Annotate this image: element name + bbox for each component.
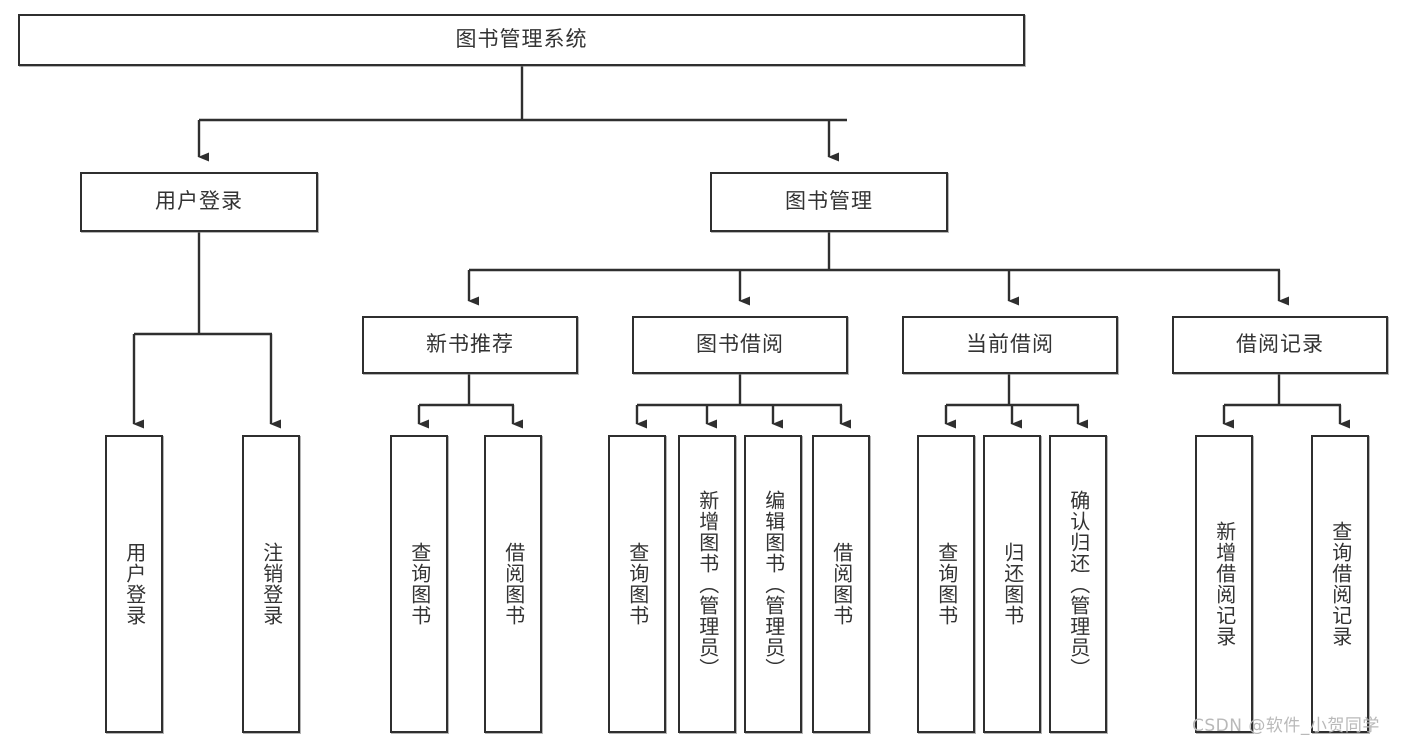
node-new-book-recommend-label: 新书推荐 [426, 332, 514, 357]
leaf-user-logout[interactable]: 注销登录 [242, 435, 300, 733]
node-current-borrow[interactable]: 当前借阅 [902, 316, 1118, 374]
node-user-login[interactable]: 用户登录 [80, 172, 318, 232]
leaf-add-book-label: 新增图书（管理员） [695, 489, 720, 679]
node-current-borrow-label: 当前借阅 [966, 332, 1054, 357]
leaf-add-record-label: 新增借阅记录 [1212, 521, 1237, 647]
node-book-management-label: 图书管理 [785, 189, 873, 214]
node-borrow-record-label: 借阅记录 [1236, 332, 1324, 357]
node-user-login-label: 用户登录 [155, 189, 243, 214]
node-root-label: 图书管理系统 [455, 27, 588, 52]
leaf-edit-book[interactable]: 编辑图书（管理员） [744, 435, 802, 733]
leaf-edit-book-label: 编辑图书（管理员） [761, 489, 786, 679]
node-new-book-recommend[interactable]: 新书推荐 [362, 316, 578, 374]
node-book-borrow-label: 图书借阅 [696, 332, 784, 357]
csdn-watermark: CSDN @软件_小贺同学 [1192, 716, 1380, 736]
leaf-borrow-book-1[interactable]: 借阅图书 [484, 435, 542, 733]
leaf-return-book-label: 归还图书 [1000, 542, 1025, 626]
leaf-borrow-book-2-label: 借阅图书 [829, 542, 854, 626]
leaf-user-login[interactable]: 用户登录 [105, 435, 163, 733]
node-root[interactable]: 图书管理系统 [18, 14, 1025, 66]
leaf-query-book-2-label: 查询图书 [625, 542, 650, 626]
leaf-query-book-1[interactable]: 查询图书 [390, 435, 448, 733]
leaf-confirm-return[interactable]: 确认归还（管理员） [1049, 435, 1107, 733]
node-book-management[interactable]: 图书管理 [710, 172, 948, 232]
leaf-borrow-book-1-label: 借阅图书 [501, 542, 526, 626]
leaf-user-login-label: 用户登录 [122, 542, 147, 626]
leaf-query-record-label: 查询借阅记录 [1328, 521, 1353, 647]
node-book-borrow[interactable]: 图书借阅 [632, 316, 848, 374]
leaf-query-book-2[interactable]: 查询图书 [608, 435, 666, 733]
leaf-query-book-1-label: 查询图书 [407, 542, 432, 626]
leaf-borrow-book-2[interactable]: 借阅图书 [812, 435, 870, 733]
leaf-query-record[interactable]: 查询借阅记录 [1311, 435, 1369, 733]
leaf-add-book[interactable]: 新增图书（管理员） [678, 435, 736, 733]
leaf-confirm-return-label: 确认归还（管理员） [1066, 489, 1091, 679]
leaf-query-book-3[interactable]: 查询图书 [917, 435, 975, 733]
leaf-return-book[interactable]: 归还图书 [983, 435, 1041, 733]
leaf-user-logout-label: 注销登录 [259, 542, 284, 626]
leaf-add-record[interactable]: 新增借阅记录 [1195, 435, 1253, 733]
node-borrow-record[interactable]: 借阅记录 [1172, 316, 1388, 374]
leaf-query-book-3-label: 查询图书 [934, 542, 959, 626]
